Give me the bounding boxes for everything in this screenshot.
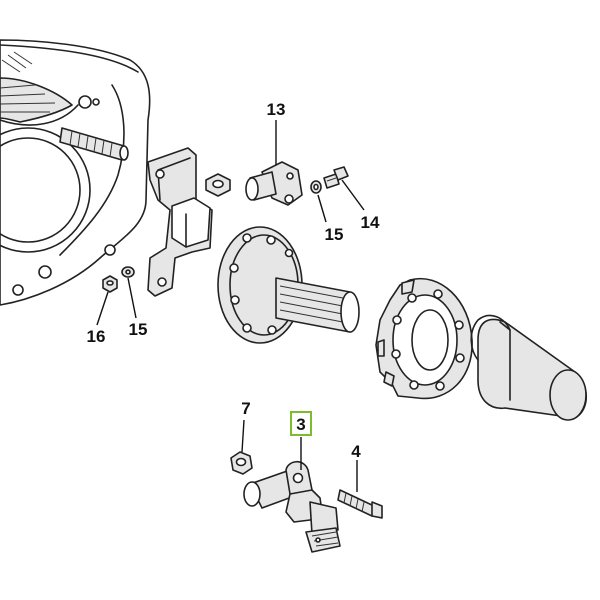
- callout-4: 4: [351, 442, 361, 461]
- callout-3[interactable]: 3: [296, 415, 305, 434]
- callout-15-lower: 15: [129, 320, 148, 339]
- end-cap: [470, 314, 588, 421]
- mounting-bracket: [147, 147, 213, 297]
- part-15-washer-lower: [121, 266, 135, 278]
- part-14-bolt: [323, 166, 349, 189]
- callout-15-upper: 15: [325, 225, 344, 244]
- hex-nut-upper: [205, 173, 231, 197]
- callout-7: 7: [241, 399, 250, 418]
- part-15-washer-upper: [310, 180, 322, 194]
- splined-shaft: [275, 277, 360, 333]
- part-3-sensor: [243, 460, 341, 553]
- coupling-ring: [375, 277, 473, 400]
- callout-14: 14: [361, 213, 380, 232]
- part-13-sensor: [245, 161, 303, 206]
- part-7-nut: [230, 451, 253, 475]
- part-16-nut: [102, 275, 118, 293]
- leader-lines: [96, 120, 365, 492]
- callout-13: 13: [267, 100, 286, 119]
- callout-3-highlight: [290, 411, 312, 436]
- engine-housing: [0, 39, 151, 306]
- callout-16: 16: [87, 327, 106, 346]
- part-4-bolt: [337, 489, 383, 519]
